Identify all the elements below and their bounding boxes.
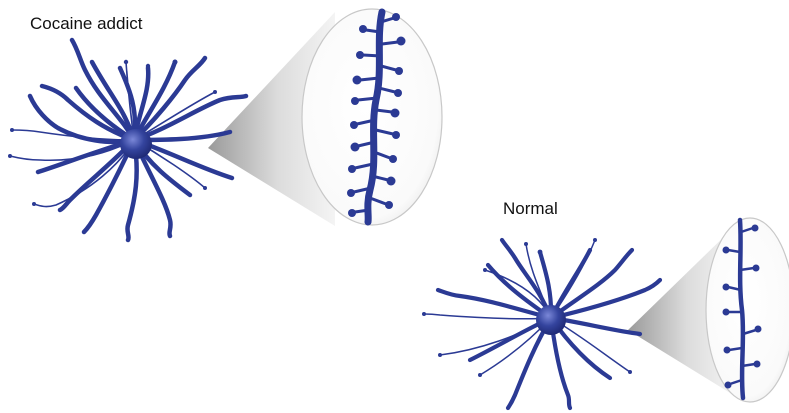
addict-neuron [8, 9, 442, 240]
normal-soma [536, 305, 566, 335]
normal-dendrite-tips [422, 238, 632, 377]
normal-magnified-dendrite [740, 220, 743, 398]
normal-neuron [422, 218, 789, 408]
addict-soma [120, 129, 152, 159]
cocaine-addict-label: Cocaine addict [30, 15, 142, 32]
normal-magnifier-lens [706, 218, 789, 402]
normal-label: Normal [503, 200, 558, 217]
